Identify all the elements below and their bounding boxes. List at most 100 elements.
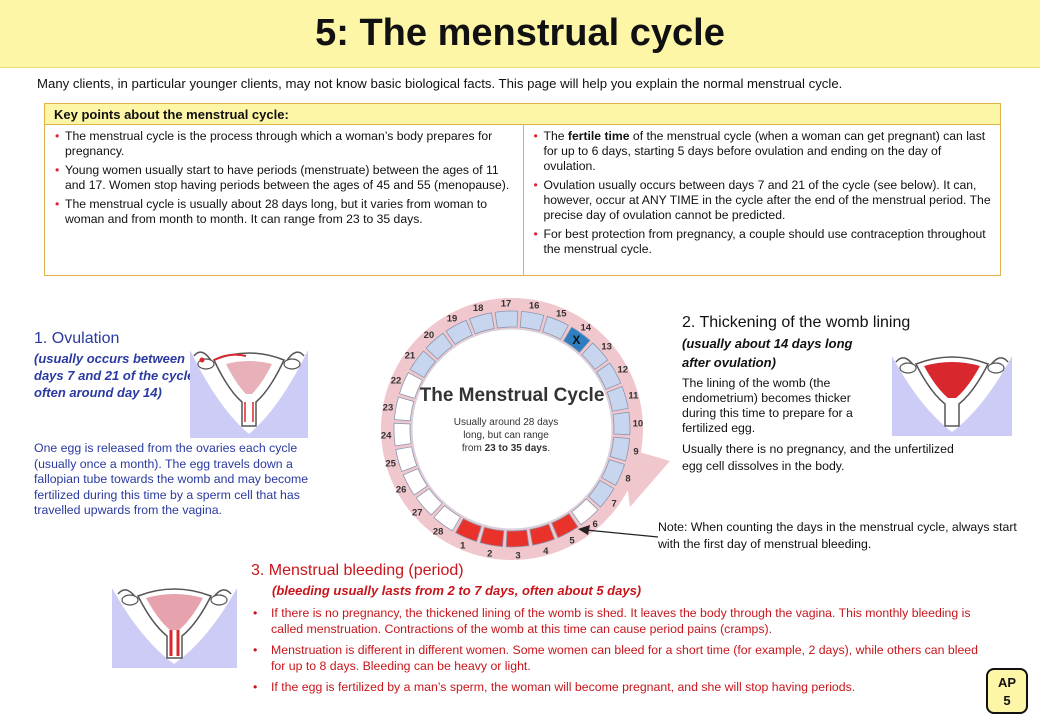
cycle-day-label: 4 <box>543 546 549 557</box>
thickening-subtitle: (usually about 14 days long after ovulat… <box>682 336 853 370</box>
cycle-day-label: 24 <box>381 430 392 441</box>
key-point-item: The fertile time of the menstrual cycle … <box>534 129 993 174</box>
cycle-day-segment <box>542 315 569 340</box>
cycle-day-label: 22 <box>391 375 402 386</box>
cycle-day-segment <box>587 479 615 508</box>
uterus-bleeding-icon <box>112 570 237 664</box>
key-points-left-column: The menstrual cycle is the process throu… <box>45 125 523 275</box>
bleeding-item: If there is no pregnancy, the thickened … <box>251 605 981 637</box>
cycle-day-segment <box>606 386 629 412</box>
cycle-day-label: 19 <box>447 314 458 325</box>
cycle-day-segment <box>519 310 545 332</box>
cycle-day-label: 14 <box>581 322 592 333</box>
cycle-center-text: from <box>462 443 485 454</box>
counting-note: Note: When counting the days in the mens… <box>658 520 1017 551</box>
ovulation-title: 1. Ovulation <box>34 330 120 347</box>
key-points-left-list: The menstrual cycle is the process throu… <box>55 129 515 227</box>
cycle-day-label: 23 <box>383 402 394 413</box>
ap-badge-line-2: 5 <box>1003 693 1011 708</box>
intro-text: Many clients, in particular younger clie… <box>37 76 843 91</box>
thickening-title: 2. Thickening of the womb lining <box>682 314 911 331</box>
cycle-day-label: 25 <box>385 458 396 469</box>
cycle-day-segment <box>395 446 418 472</box>
cycle-day-segment <box>402 468 428 496</box>
cycle-day-segment <box>609 436 631 462</box>
cycle-day-segment <box>601 459 626 486</box>
cycle-day-label: 5 <box>569 535 575 546</box>
bleeding-subtitle: (bleeding usually lasts from 2 to 7 days… <box>272 583 642 598</box>
fertile-time-bold: fertile time <box>567 129 630 143</box>
uterus-thick-lining-icon <box>892 338 1012 432</box>
ovulation-subtitle: (usually occurs between days 7 and 21 of… <box>34 351 199 400</box>
key-points-right-column: The fertile time of the menstrual cycle … <box>522 125 1001 275</box>
cycle-day-segment <box>505 529 530 548</box>
cycle-day-label: 12 <box>618 365 629 376</box>
ap-badge: AP 5 <box>986 668 1028 714</box>
cycle-day-label: 20 <box>424 330 435 341</box>
ovulation-marker: X <box>572 333 580 347</box>
key-point-item: The menstrual cycle is usually about 28 … <box>55 197 515 227</box>
bleeding-title: 3. Menstrual bleeding (period) <box>251 562 464 579</box>
cycle-day-segment <box>494 310 519 329</box>
bleeding-illustration <box>112 570 237 668</box>
thickening-body-2: Usually there is no pregnancy, and the u… <box>682 442 954 473</box>
cycle-day-label: 8 <box>625 474 630 485</box>
key-point-item: The menstrual cycle is the process throu… <box>55 129 515 159</box>
cycle-day-label: 26 <box>396 484 407 495</box>
cycle-inner-disc <box>411 328 613 530</box>
cycle-center-line-3: from 23 to 35 days. <box>462 443 550 454</box>
cycle-day-segment <box>409 350 437 379</box>
key-point-text: The <box>543 129 568 143</box>
uterus-ovulation-icon <box>190 330 308 434</box>
cycle-day-label: 3 <box>515 550 520 561</box>
cycle-day-label: 2 <box>487 549 492 560</box>
bleeding-item: Menstruation is different in different w… <box>251 642 981 674</box>
cycle-day-label: 27 <box>412 508 423 519</box>
cycle-day-segment <box>415 488 443 516</box>
key-points-heading: Key points about the menstrual cycle: <box>45 104 1000 125</box>
bleeding-item: If the egg is fertilized by a man’s sper… <box>251 679 981 695</box>
thickening-body: The lining of the womb (the endometrium)… <box>682 376 853 435</box>
cycle-day-label: 6 <box>592 519 597 530</box>
cycle-day-segment <box>562 326 591 354</box>
cycle-center-text: . <box>547 443 550 454</box>
cycle-day-label: 9 <box>633 447 638 458</box>
cycle-center-bold: 23 to 35 days <box>485 443 548 454</box>
bleeding-list: If there is no pregnancy, the thickened … <box>251 605 981 700</box>
cycle-day-label: 13 <box>601 341 612 352</box>
thickening-illustration <box>892 338 1012 436</box>
cycle-day-label: 21 <box>405 351 416 362</box>
cycle-day-segment <box>433 504 462 532</box>
cycle-center-line-1: Usually around 28 days <box>454 417 559 428</box>
key-points-right-list: The fertile time of the menstrual cycle … <box>534 129 993 257</box>
cycle-day-label: 11 <box>628 391 639 402</box>
cycle-day-label: 16 <box>529 300 540 311</box>
cycle-day-segment <box>529 523 555 546</box>
cycle-day-segment <box>551 513 579 539</box>
cycle-day-segments <box>393 310 631 548</box>
cycle-day-segment <box>479 526 505 548</box>
cycle-day-segment <box>581 342 609 370</box>
cycle-day-label: 7 <box>611 498 616 509</box>
ap-badge-line-1: AP <box>997 675 1017 690</box>
cycle-day-segment <box>596 362 622 390</box>
cycle-day-label: 28 <box>433 527 444 538</box>
key-points-columns: The menstrual cycle is the process throu… <box>45 125 1000 275</box>
key-point-item: For best protection from pregnancy, a co… <box>534 227 993 257</box>
cycle-day-segment <box>469 312 495 335</box>
key-points-box: Key points about the menstrual cycle: Th… <box>44 103 1001 276</box>
cycle-day-segment <box>612 411 631 436</box>
cycle-day-label: 15 <box>556 309 567 320</box>
cycle-center-line-2: long, but can range <box>463 430 549 441</box>
cycle-day-segment <box>393 422 412 447</box>
ovulation-body: One egg is released from the ovaries eac… <box>34 441 309 517</box>
cycle-day-segment <box>398 372 423 399</box>
cycle-day-label: 10 <box>633 419 644 430</box>
cycle-day-label: 1 <box>460 540 466 551</box>
cycle-day-segment <box>425 332 453 360</box>
page-title: 5: The menstrual cycle <box>315 12 725 54</box>
title-bar: 5: The menstrual cycle <box>0 0 1040 68</box>
